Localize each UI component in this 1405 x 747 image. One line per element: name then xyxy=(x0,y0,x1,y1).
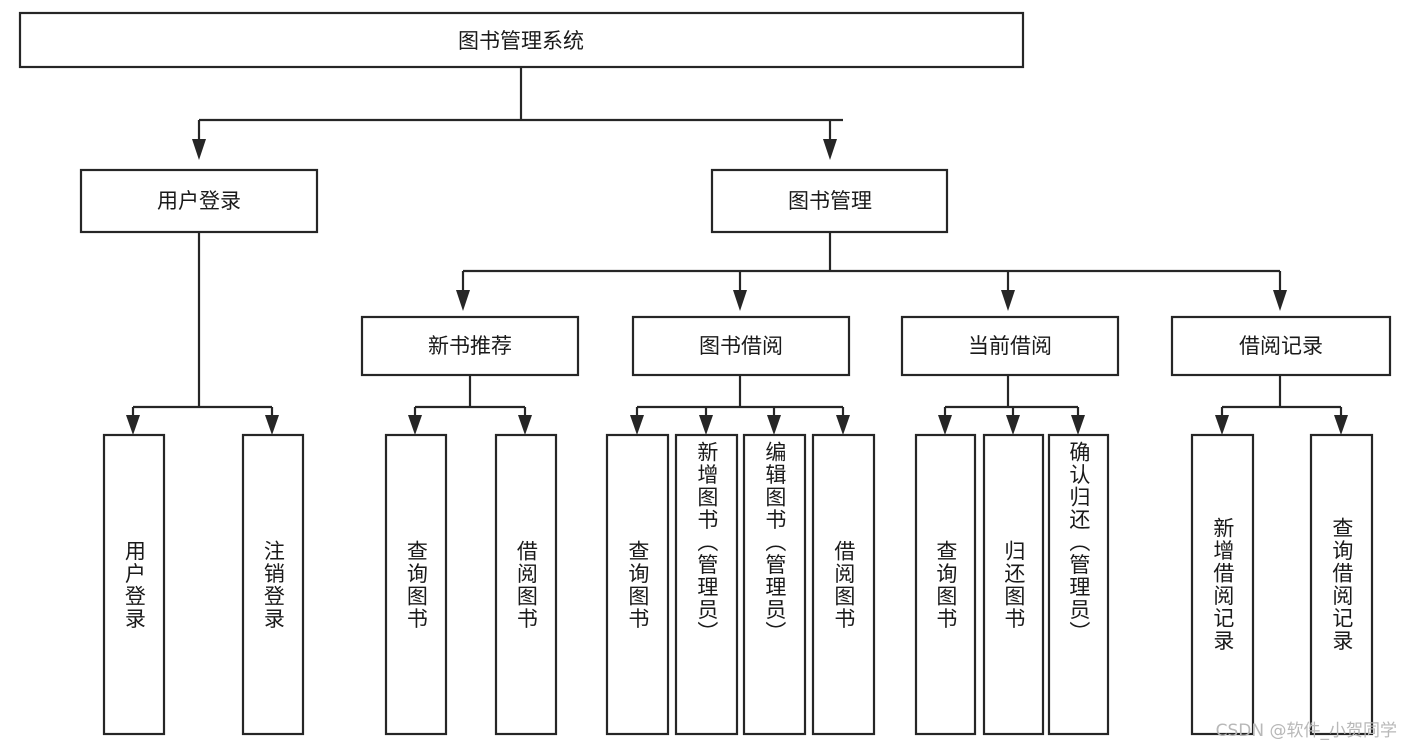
node-book-borrow-label: 图书借阅 xyxy=(699,334,783,358)
node-borrow-record-label: 借阅记录 xyxy=(1239,334,1323,358)
node-borrow-record[interactable]: 借阅记录 xyxy=(1170,315,1392,377)
arrow-newbook-leaf1 xyxy=(518,415,532,435)
arrow-newbook-leaf0 xyxy=(408,415,422,435)
connector-root-to-level2 xyxy=(192,67,843,160)
leaf-box-current-borrow-2[interactable] xyxy=(1047,433,1110,736)
connector-current-borrow-to-leaves xyxy=(938,375,1085,435)
leaf-box-user-login-1[interactable] xyxy=(241,433,305,736)
arrow-user-login-leaf0 xyxy=(126,415,140,435)
arrow-currentborrow-leaf1 xyxy=(1006,415,1020,435)
node-user-login[interactable]: 用户登录 xyxy=(79,168,319,234)
leaf-box-borrow-record-1[interactable] xyxy=(1309,433,1374,736)
node-user-login-box[interactable] xyxy=(79,168,319,234)
node-root-label: 图书管理系统 xyxy=(458,29,584,53)
node-borrow-record-box[interactable] xyxy=(1170,315,1392,377)
csdn-watermark: CSDN @软件_小贺同学 xyxy=(1215,721,1397,741)
connector-book-manage-to-level3 xyxy=(456,232,1287,311)
node-book-manage-label: 图书管理 xyxy=(788,189,872,213)
arrow-bm-to-new-book xyxy=(456,290,470,311)
leaf-group-new-book-recommend xyxy=(384,433,558,736)
connector-borrow-record-to-leaves xyxy=(1215,375,1348,435)
leaf-box-borrow-record-0[interactable] xyxy=(1190,433,1255,736)
arrow-bm-to-current-borrow xyxy=(1001,290,1015,311)
node-current-borrow-box[interactable] xyxy=(900,315,1120,377)
node-user-login-label: 用户登录 xyxy=(157,189,241,213)
arrow-root-to-user-login xyxy=(192,139,206,160)
leaf-group-borrow-record xyxy=(1190,433,1374,736)
leaf-group-current-borrow xyxy=(914,433,1110,736)
arrow-bookborrow-leaf0 xyxy=(630,415,644,435)
arrow-user-login-leaf1 xyxy=(265,415,279,435)
node-root-box[interactable] xyxy=(18,11,1025,69)
connector-new-book-to-leaves xyxy=(408,375,532,435)
node-book-manage[interactable]: 图书管理 xyxy=(710,168,949,234)
node-book-borrow[interactable]: 图书借阅 xyxy=(631,315,851,377)
arrow-bookborrow-leaf2 xyxy=(767,415,781,435)
node-current-borrow[interactable]: 当前借阅 xyxy=(900,315,1120,377)
leaf-box-new-book-1[interactable] xyxy=(494,433,558,736)
node-book-manage-box[interactable] xyxy=(710,168,949,234)
connector-book-borrow-to-leaves xyxy=(630,375,850,435)
node-root[interactable]: 图书管理系统 xyxy=(18,11,1025,69)
node-new-book-recommend-box[interactable] xyxy=(360,315,580,377)
arrow-currentborrow-leaf0 xyxy=(938,415,952,435)
leaf-box-book-borrow-3[interactable] xyxy=(811,433,876,736)
leaf-group-user-login xyxy=(102,433,305,736)
connector-user-login-to-leaves xyxy=(126,232,279,435)
leaf-box-book-borrow-0[interactable] xyxy=(605,433,670,736)
leaf-box-book-borrow-2[interactable] xyxy=(742,433,807,736)
node-current-borrow-label: 当前借阅 xyxy=(968,334,1052,358)
leaf-group-book-borrow xyxy=(605,433,876,736)
leaf-box-current-borrow-1[interactable] xyxy=(982,433,1045,736)
node-new-book-recommend[interactable]: 新书推荐 xyxy=(360,315,580,377)
arrow-currentborrow-leaf2 xyxy=(1071,415,1085,435)
arrow-borrowrecord-leaf1 xyxy=(1334,415,1348,435)
arrow-bookborrow-leaf3 xyxy=(836,415,850,435)
arrow-bookborrow-leaf1 xyxy=(699,415,713,435)
arrow-borrowrecord-leaf0 xyxy=(1215,415,1229,435)
leaf-box-new-book-0[interactable] xyxy=(384,433,448,736)
arrow-root-to-book-manage xyxy=(823,139,837,160)
leaf-box-user-login-0[interactable] xyxy=(102,433,166,736)
arrow-bm-to-book-borrow xyxy=(733,290,747,311)
leaf-box-book-borrow-1[interactable] xyxy=(674,433,739,736)
arrow-bm-to-borrow-record xyxy=(1273,290,1287,311)
node-book-borrow-box[interactable] xyxy=(631,315,851,377)
node-new-book-recommend-label: 新书推荐 xyxy=(428,334,512,358)
leaf-box-current-borrow-0[interactable] xyxy=(914,433,977,736)
